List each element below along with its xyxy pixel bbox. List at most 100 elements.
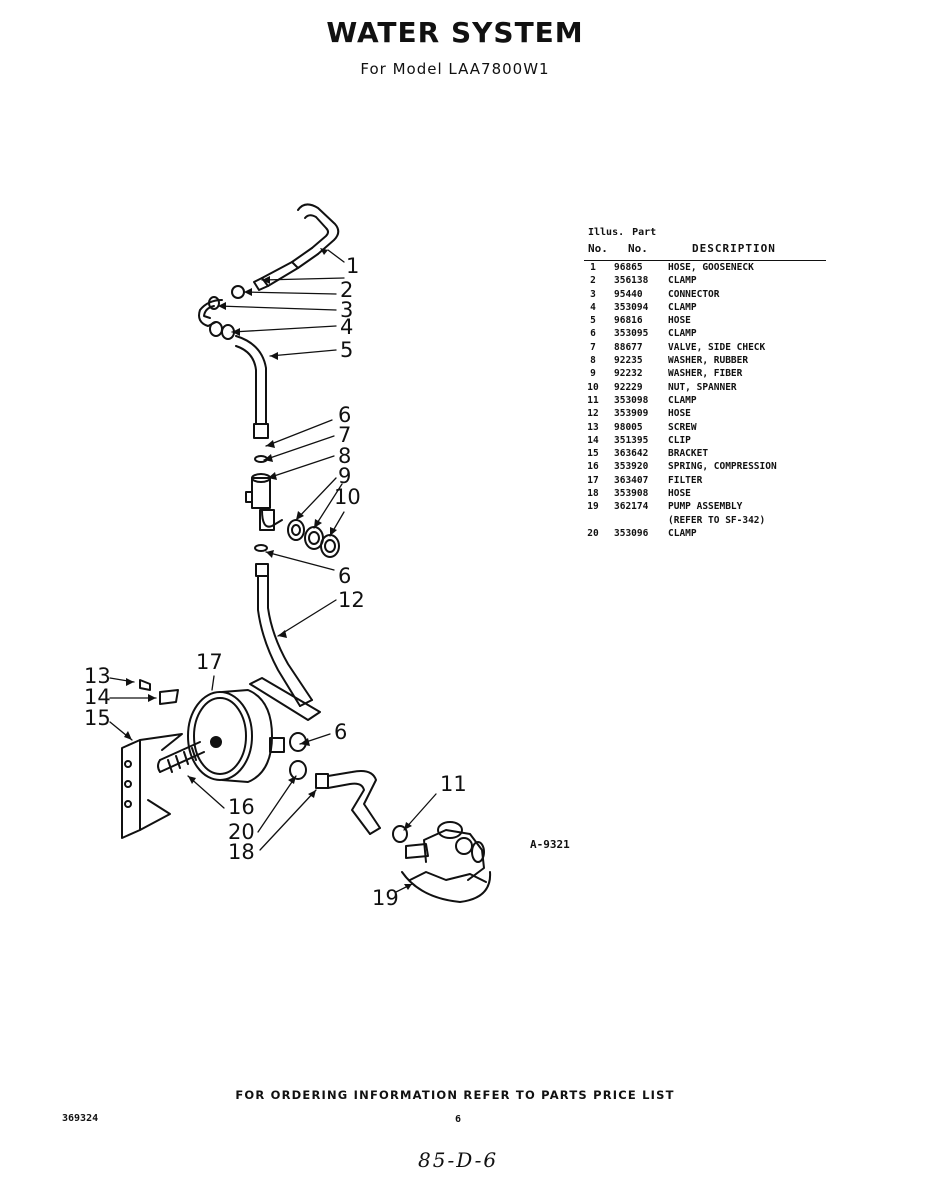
part-number-cell: 353920 <box>614 461 649 473</box>
part-number-cell: 353096 <box>614 527 649 539</box>
illus-number-cell: 7 <box>590 341 596 353</box>
part-number-cell: 92229 <box>614 381 643 393</box>
table-row: 1 96865 HOSE, GOOSENECK <box>584 262 826 275</box>
drawing-number: A-9321 <box>530 838 570 851</box>
callout-label: 11 <box>440 772 467 796</box>
illus-header: Illus. <box>588 227 625 238</box>
table-row: 4 353094 CLAMP <box>584 302 826 315</box>
description-cell: CLAMP <box>668 527 697 539</box>
illus-number-cell: 17 <box>587 474 599 486</box>
page-title: WATER SYSTEM <box>326 16 584 49</box>
part-number-cell: 98005 <box>614 421 643 433</box>
callout-label: 6 <box>334 720 348 744</box>
document-number: 369324 <box>62 1113 99 1124</box>
illus-number-cell: 19 <box>587 501 599 513</box>
callout-label: 6 <box>338 403 352 427</box>
part-number-cell: 353098 <box>614 394 649 406</box>
part-number-cell: 353909 <box>614 408 649 420</box>
table-row: 7 88677 VALVE, SIDE CHECK <box>584 342 826 355</box>
illus-number-cell: 16 <box>587 461 599 473</box>
callout-leader-lines <box>109 249 437 893</box>
callout-label: 3 <box>340 298 354 322</box>
description-cell: CONNECTOR <box>668 288 720 300</box>
callout-label: 6 <box>338 564 352 588</box>
description-cell: HOSE <box>668 315 691 327</box>
illus-number-cell: 20 <box>587 527 599 539</box>
filter-outlet-clamps <box>289 732 307 780</box>
description-cell: WASHER, FIBER <box>668 368 743 380</box>
description-cell: BRACKET <box>668 448 709 460</box>
part-number-cell: 363642 <box>614 448 649 460</box>
callout-label: 14 <box>84 685 111 709</box>
check-valve-assembly <box>245 455 340 558</box>
part-number-cell: 96865 <box>614 262 643 273</box>
handwritten-note: 85-D-6 <box>418 1148 499 1172</box>
description-cell: HOSE <box>668 488 691 500</box>
callout-label: 8 <box>338 444 352 468</box>
description-cell: SPRING, COMPRESSION <box>668 461 777 473</box>
illus-number-cell: 10 <box>587 381 599 393</box>
illus-number-cell: 3 <box>590 288 596 300</box>
table-row: 20 353096 CLAMP <box>584 528 826 541</box>
description-cell: HOSE, GOOSENECK <box>668 262 754 273</box>
part-number-cell: 96816 <box>614 315 643 327</box>
part-number-cell: 351395 <box>614 434 649 446</box>
illus-number-cell: 8 <box>590 355 596 367</box>
description-cell: CLAMP <box>668 275 697 287</box>
description-cell: CLAMP <box>668 301 697 313</box>
callout-label: 1 <box>346 254 360 278</box>
callout-label: 16 <box>228 795 255 819</box>
pump-assembly-part <box>401 821 492 903</box>
table-row: 16 353920 SPRING, COMPRESSION <box>584 461 826 474</box>
part-number-cell: 353908 <box>614 488 649 500</box>
part-number-cell: 353094 <box>614 301 649 313</box>
illus-number-cell: 4 <box>590 301 596 313</box>
part-number-cell: 353095 <box>614 328 649 340</box>
table-header-row-1: Illus. Part <box>588 227 664 238</box>
description-header: DESCRIPTION <box>692 242 776 255</box>
part-number-cell: 88677 <box>614 341 643 353</box>
illus-number-cell: 15 <box>587 448 599 460</box>
callout-label: 10 <box>334 485 361 509</box>
table-row: 15 363642 BRACKET <box>584 448 826 461</box>
header-rule <box>584 260 826 261</box>
part-number-cell: 95440 <box>614 288 643 300</box>
callout-label: 12 <box>338 588 365 612</box>
description-cell: CLIP <box>668 434 691 446</box>
illus-number-cell: 13 <box>587 421 599 433</box>
part-number-cell: 362174 <box>614 501 649 513</box>
description-cell: VALVE, SIDE CHECK <box>668 341 766 353</box>
part-header: Part <box>632 227 657 238</box>
callout-label: 7 <box>338 423 352 447</box>
part-number-cell: 363407 <box>614 474 649 486</box>
illus-number-cell: 18 <box>587 488 599 500</box>
pump-hose-assembly <box>315 770 408 843</box>
illus-number-cell: 9 <box>590 368 596 380</box>
callout-label: 19 <box>372 886 399 910</box>
illus-number-cell: 14 <box>587 434 599 446</box>
no-header: No. <box>588 242 608 255</box>
page-number: 6 <box>455 1114 462 1125</box>
description-cell: (REFER TO SF-342) <box>668 514 766 526</box>
callout-arrowheads <box>124 248 412 890</box>
gooseneck-hose-part <box>253 203 340 291</box>
illus-number-cell: 1 <box>590 262 596 273</box>
description-cell: WASHER, RUBBER <box>668 355 749 367</box>
model-subtitle: For Model LAA7800W1 <box>360 60 550 78</box>
illus-number-cell: 12 <box>587 408 599 420</box>
callout-label: 13 <box>84 664 111 688</box>
table-row: (REFER TO SF-342) <box>584 515 826 528</box>
